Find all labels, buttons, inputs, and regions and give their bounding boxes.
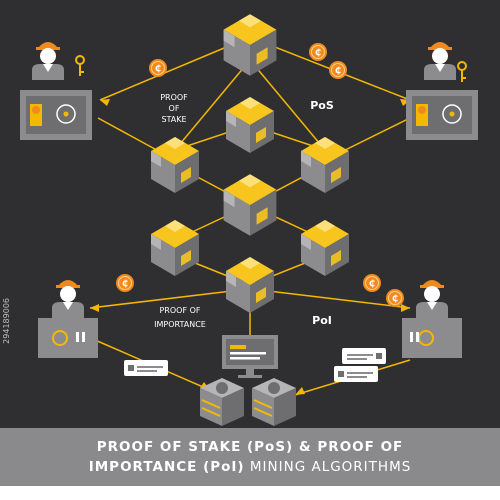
cube-pos-center xyxy=(226,97,274,153)
cube-poi-center xyxy=(226,257,274,313)
title-banner: PROOF OF STAKE (PoS) & PROOF OF IMPORTAN… xyxy=(0,428,500,486)
miner-pos-right xyxy=(406,42,478,140)
poi-short-label: PoI xyxy=(312,314,332,327)
banner-line-1: PROOF OF STAKE (PoS) & PROOF OF xyxy=(96,439,404,455)
monitor-icon xyxy=(222,335,278,378)
coin-icon xyxy=(115,273,135,293)
chat-bubble-icon xyxy=(334,366,378,382)
banner-line-2-rest: MINING ALGORITHMS xyxy=(244,459,412,475)
server-icon xyxy=(200,378,244,426)
cube-top xyxy=(223,14,277,76)
poi-label-line1: PROOF OF xyxy=(159,306,200,315)
laptop-icon xyxy=(38,318,98,358)
cube-right-lower xyxy=(301,220,349,276)
laptop-icon xyxy=(402,318,462,358)
key-icon xyxy=(457,61,467,82)
coin-icon xyxy=(308,42,328,62)
stock-bar xyxy=(0,486,500,500)
cube-center xyxy=(223,174,277,236)
coin-icon xyxy=(362,273,382,293)
safe-icon xyxy=(20,90,92,140)
pos-label-line2: OF xyxy=(169,104,180,113)
cube-left-lower xyxy=(151,220,199,276)
pos-label-line3: STAKE xyxy=(161,115,186,124)
chat-bubble-icon xyxy=(124,360,168,376)
miner-pos-left xyxy=(20,42,92,140)
coin-icon xyxy=(148,58,168,78)
cube-right-upper xyxy=(301,137,349,193)
stock-watermark: 294189006 xyxy=(2,298,11,344)
chat-bubble-icon xyxy=(342,348,386,364)
coin-icon xyxy=(328,60,348,80)
pos-label-line1: PROOF xyxy=(160,93,188,102)
banner-line-2-bold: IMPORTANCE (PoI) xyxy=(88,459,245,475)
key-icon xyxy=(75,55,85,76)
banner-line-2: IMPORTANCE (PoI) MINING ALGORITHMS xyxy=(89,457,412,477)
coin-icon xyxy=(385,288,405,308)
miner-poi-right xyxy=(402,280,462,358)
safe-icon xyxy=(406,90,478,140)
miner-poi-left xyxy=(38,280,98,358)
server-icon xyxy=(252,378,296,426)
cube-left-upper xyxy=(151,137,199,193)
pos-short-label: PoS xyxy=(310,99,334,112)
poi-label-line2: IMPORTANCE xyxy=(154,320,206,329)
